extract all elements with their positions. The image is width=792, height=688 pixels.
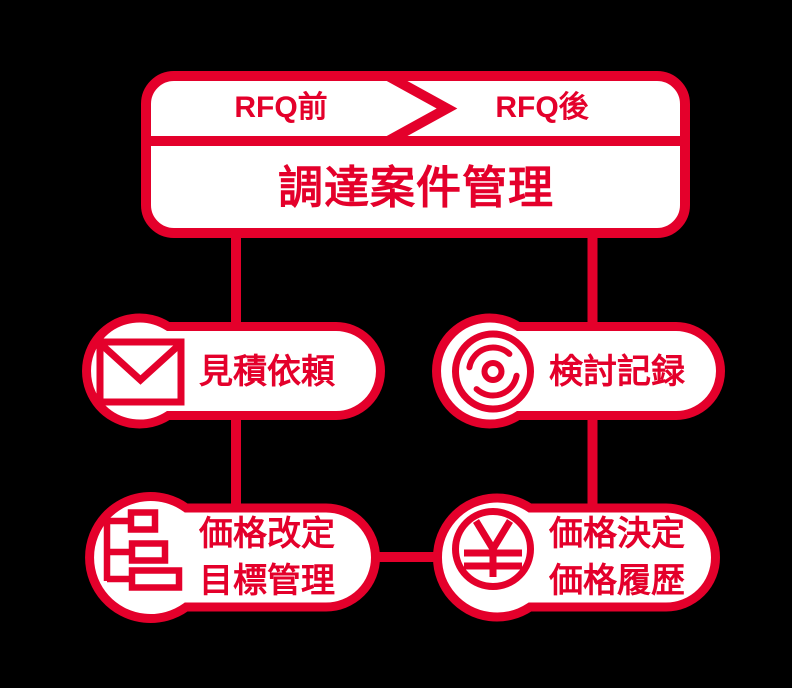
node-label-review-record: 検討記録	[549, 353, 685, 391]
node-price-revision	[85, 492, 380, 623]
node-label-line2: 目標管理	[199, 561, 335, 600]
node-review-record	[432, 313, 725, 429]
org-tree-icon	[103, 509, 183, 591]
header-title: 調達案件管理	[277, 162, 554, 213]
node-quotation-request	[82, 313, 385, 429]
phase-label-before-rfq: RFQ前	[234, 91, 328, 124]
envelope-icon	[96, 338, 185, 406]
disc-icon	[452, 330, 534, 413]
node-label-price-decision: 価格決定 価格履歴	[507, 511, 727, 604]
node-label-quotation-request: 見積依頼	[199, 353, 335, 391]
node-label-line1: 価格改定	[199, 515, 335, 553]
node-price-decision	[432, 493, 720, 622]
header-outline	[141, 71, 690, 238]
node-label-line1: 価格決定	[549, 515, 685, 553]
phase-label-after-rfq: RFQ後	[495, 91, 589, 124]
yen-icon	[452, 508, 534, 590]
node-label-line2: 価格履歴	[549, 561, 685, 600]
flow-header-box	[141, 71, 690, 238]
node-label-price-revision: 価格改定 目標管理	[157, 511, 377, 604]
connector-lines	[231, 233, 598, 562]
chevron-right-icon	[385, 71, 458, 146]
pill-outline	[432, 313, 725, 429]
